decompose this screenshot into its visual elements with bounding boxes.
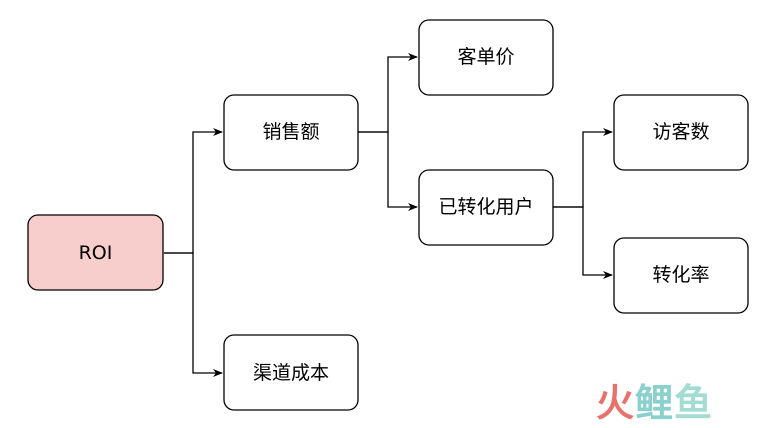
watermark-logo: 火 鲤 鱼 [596, 381, 713, 425]
node-visitors[interactable]: 访客数 [613, 94, 749, 171]
edge-converted-users-to-visitors [553, 128, 613, 208]
node-avg-order-value[interactable]: 客单价 [418, 19, 554, 96]
node-roi-label: ROI [79, 242, 113, 264]
edge-sales-to-converted-users [358, 131, 418, 211]
node-roi-box [27, 214, 164, 291]
node-visitors-label: 访客数 [652, 121, 709, 143]
node-conversion-rate-box [613, 237, 749, 314]
node-avg-order-value-box [418, 19, 554, 96]
node-visitors-box [613, 94, 749, 171]
node-converted-users-label: 已转化用户 [438, 196, 533, 218]
node-conversion-rate[interactable]: 转化率 [613, 237, 749, 314]
watermark-logo-part1: 火 [596, 381, 636, 425]
node-converted-users-box [418, 169, 554, 246]
edge-roi-to-channel-cost [164, 252, 223, 377]
node-avg-order-value-label: 客单价 [457, 46, 514, 68]
edge-roi-to-sales [164, 128, 223, 254]
node-sales-label: 销售额 [262, 121, 319, 143]
watermark-logo-part3: 鱼 [674, 381, 714, 425]
node-sales[interactable]: 销售额 [223, 94, 359, 171]
node-sales-box [223, 94, 359, 171]
node-converted-users[interactable]: 已转化用户 [418, 169, 554, 246]
node-conversion-rate-label: 转化率 [652, 264, 709, 286]
node-channel-cost-label: 渠道成本 [253, 362, 329, 384]
watermark-logo-part2: 鲤 [635, 381, 675, 425]
node-channel-cost-box [223, 334, 359, 411]
node-roi[interactable]: ROI [27, 214, 164, 291]
edge-sales-to-avg-order-value [358, 53, 418, 133]
edge-converted-users-to-conversion-rate [553, 206, 613, 279]
node-channel-cost[interactable]: 渠道成本 [223, 334, 359, 411]
